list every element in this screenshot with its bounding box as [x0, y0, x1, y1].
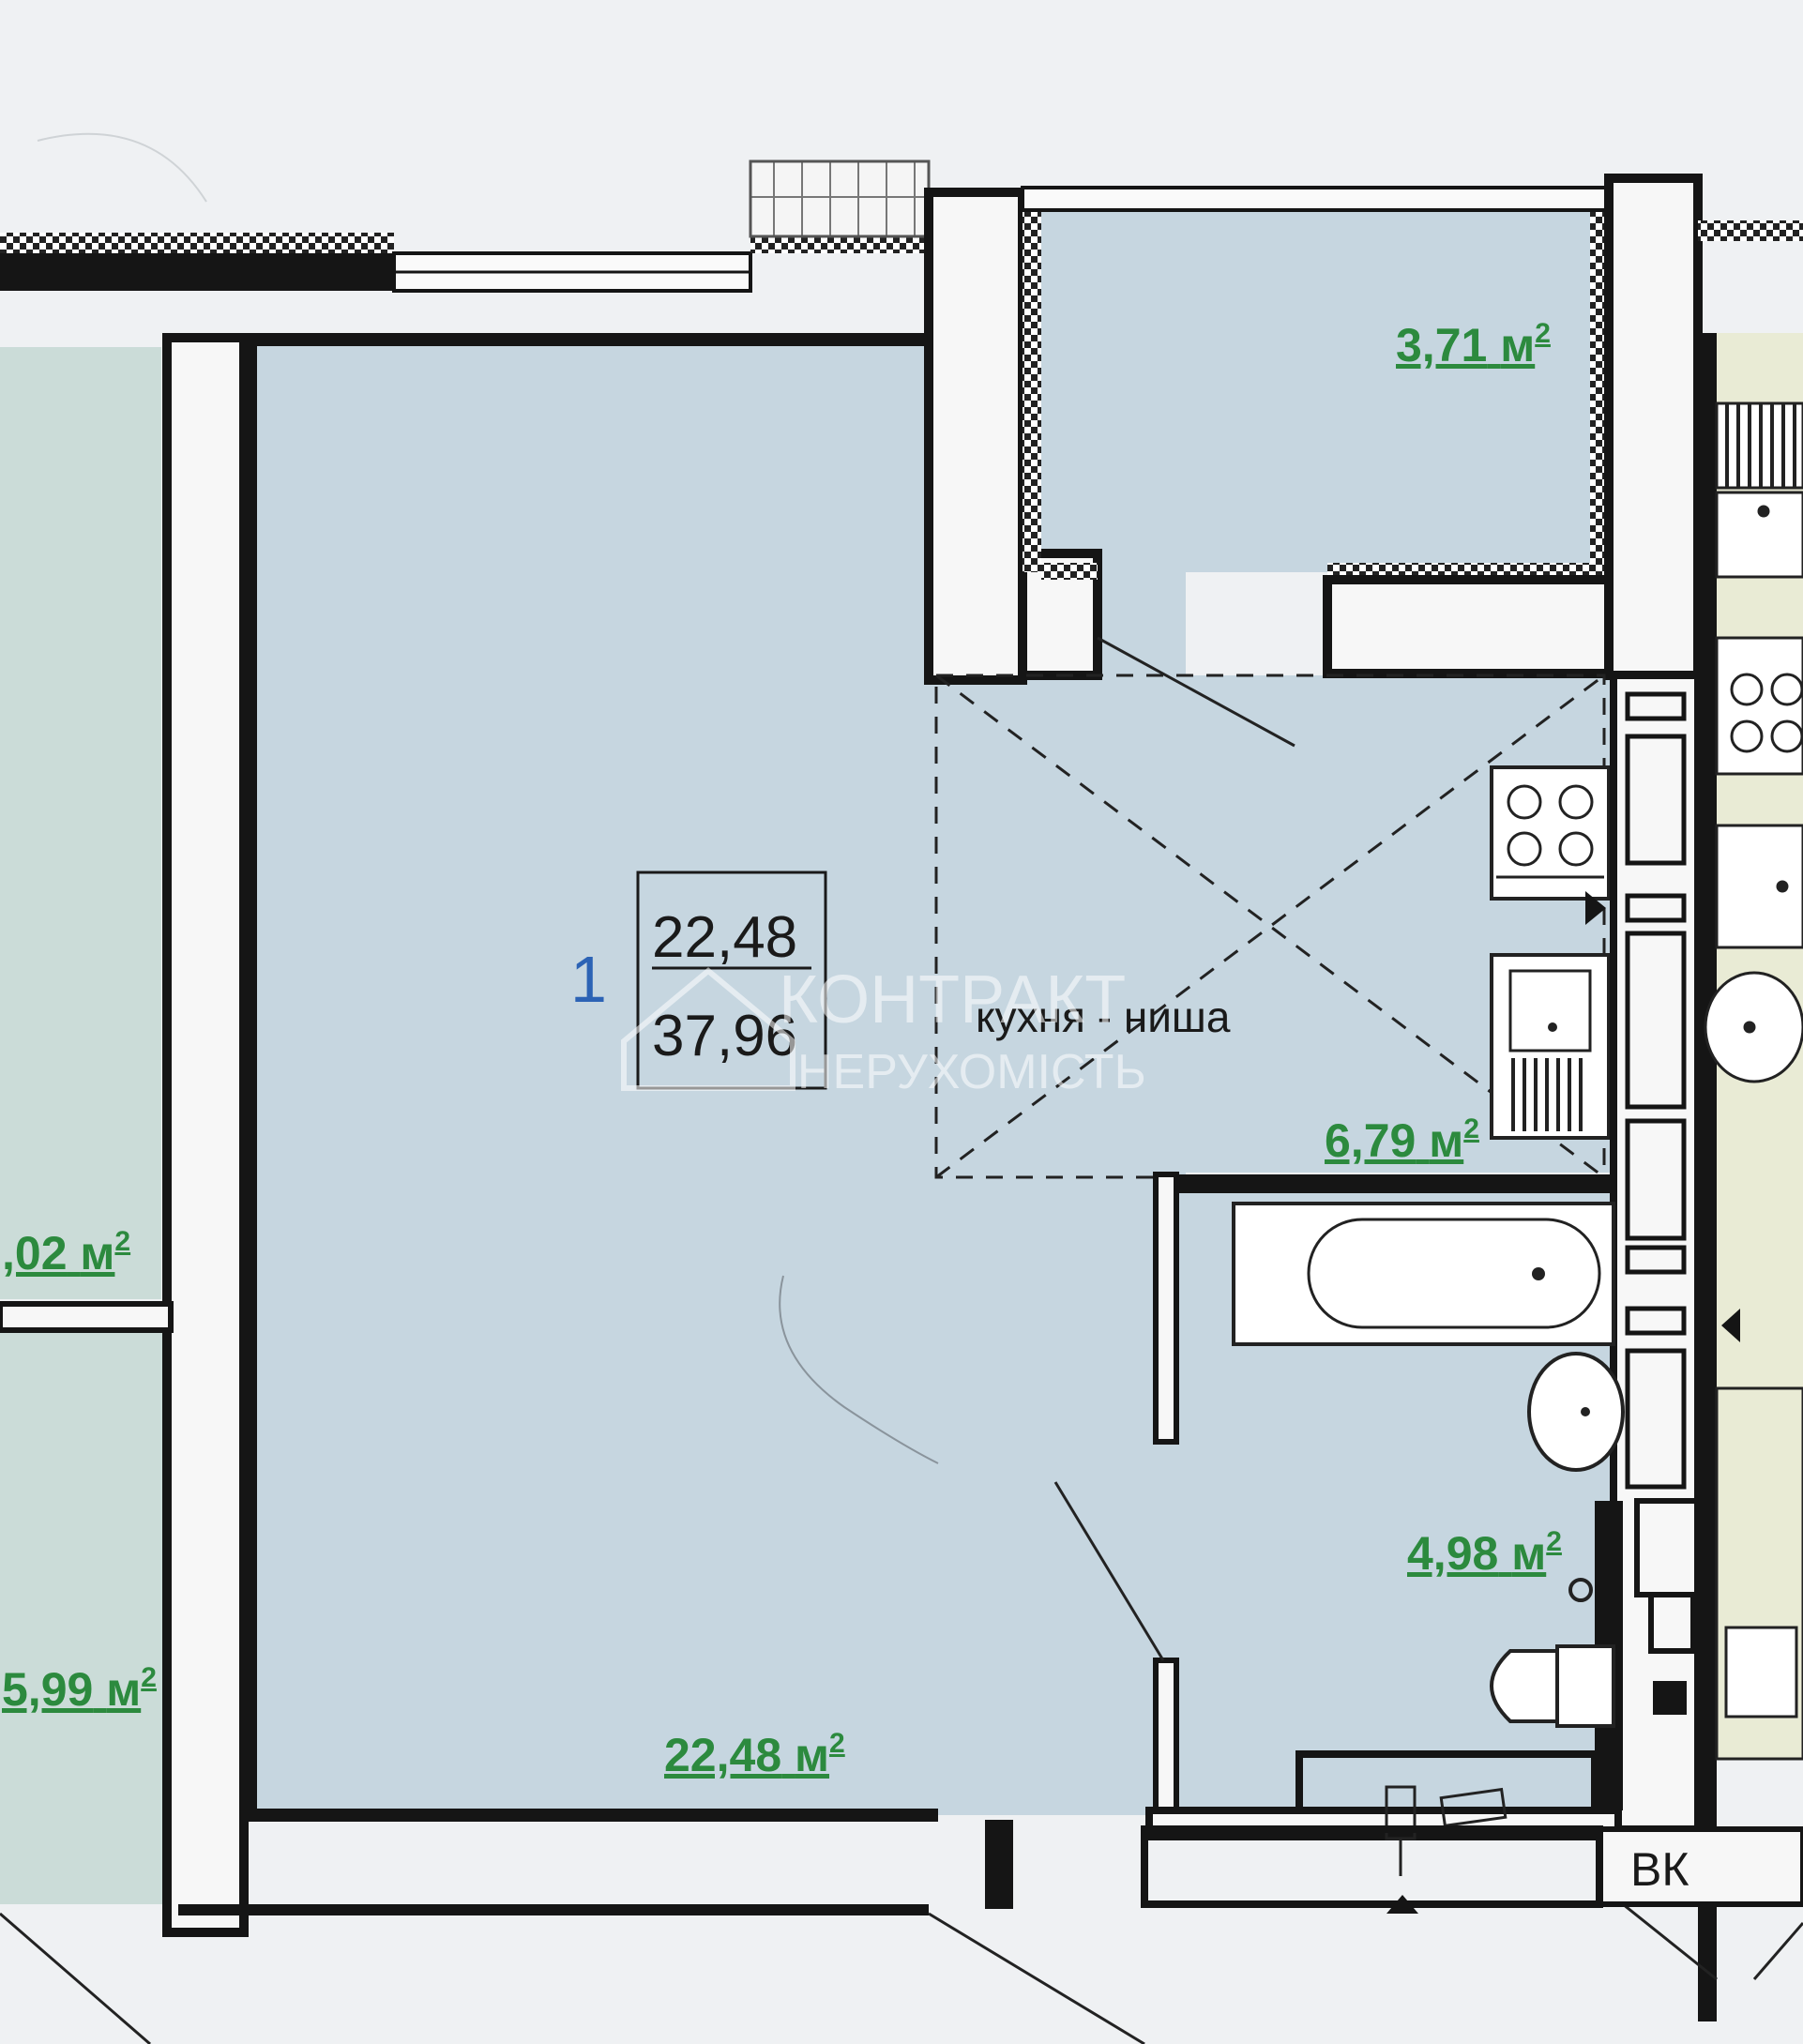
door-swing-bathroom: [1053, 1481, 1165, 1661]
bathtub-icon: [1232, 1202, 1615, 1346]
kitchen-niche-label: кухня - ниша: [976, 992, 1231, 1041]
wall-top-left-b: [0, 253, 394, 291]
neighbor-appliances: [1704, 401, 1803, 1761]
wall-divider-neighbor: [0, 1301, 174, 1333]
neighbor-room-lower: [0, 1332, 171, 1904]
area-neighbor-lower: 5,99 м2: [2, 1662, 157, 1716]
electric-panel-icon: [1385, 1785, 1508, 1876]
wall-top-left: [0, 233, 394, 253]
area-bathroom: 4,98 м2: [1407, 1526, 1562, 1580]
stove-icon: [1490, 765, 1611, 901]
wall-pillar: [924, 188, 1027, 685]
entrance-wall-diag-left: [928, 1912, 1145, 2044]
area-neighbor-upper: ,02 м2: [2, 1226, 130, 1279]
vent-grille: [749, 159, 931, 238]
watermark: КОНТРАКТ НЕРУХОМІСТЬ: [621, 962, 1146, 1099]
total-area-value: 37,96: [652, 1004, 797, 1068]
washbasin-icon: [1527, 1352, 1625, 1472]
door-swing-kitchen: [1097, 636, 1295, 748]
window-balcony: [1021, 186, 1611, 212]
toilet-icon: [1490, 1578, 1615, 1728]
living-area-value: 22,48: [652, 905, 797, 970]
shaft-label: ВК: [1630, 1843, 1689, 1896]
area-balcony: 3,71 м2: [1396, 318, 1551, 371]
area-living-room: 22,48 м2: [664, 1728, 845, 1781]
neighbor-room-upper: [0, 347, 161, 1299]
neighbor-wall-diag: [0, 1912, 151, 2044]
area-kitchen-niche: 6,79 м2: [1325, 1113, 1479, 1167]
shaft-vk-box: [1597, 1826, 1803, 1907]
balcony: [1023, 211, 1599, 572]
svg-text:КОНТРАКТ: КОНТРАКТ: [779, 962, 1126, 1037]
svg-text:НЕРУХОМІСТЬ: НЕРУХОМІСТЬ: [797, 1045, 1146, 1099]
shaft-box: [1634, 1498, 1701, 1715]
wall-left: [162, 333, 249, 1937]
kitchen-sink-icon: [1490, 953, 1611, 1140]
apartment-number: 1: [570, 943, 607, 1016]
